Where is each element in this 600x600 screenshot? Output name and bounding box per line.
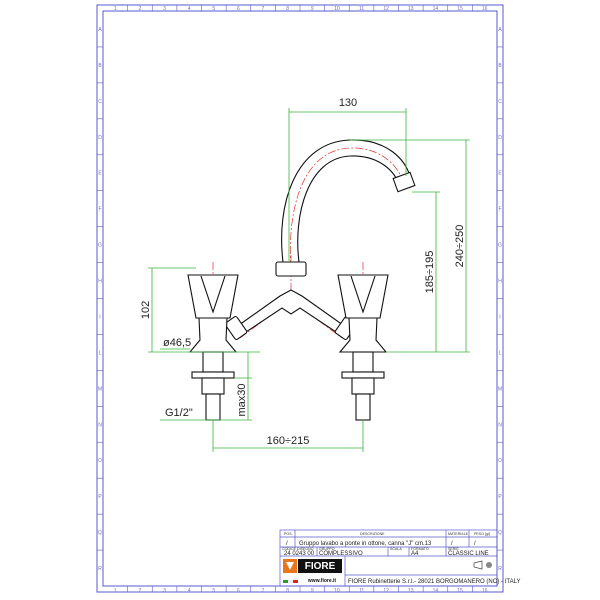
group-value: COMPLESSIVO (319, 551, 363, 557)
column-label-top: 3 (163, 6, 166, 12)
code-header: CODICE DISEGNO (282, 547, 314, 551)
format-value: A4 (411, 551, 419, 557)
row-label-right: B (498, 63, 502, 69)
row-label-right: P (498, 494, 502, 500)
group-header: GRUPPO (319, 547, 335, 551)
column-label-bottom: 4 (188, 588, 191, 594)
dim-max-shank: max30 (236, 383, 248, 416)
pos-header: POS. (284, 532, 293, 536)
column-label-top: 7 (262, 6, 265, 12)
dim-spout-height: 185÷195 (424, 251, 436, 294)
column-label-bottom: 7 (262, 588, 265, 594)
dim-center-distance: 160÷215 (267, 435, 310, 447)
material-header: MATERIALE (448, 532, 469, 536)
row-label-right: E (498, 171, 502, 177)
column-label-top: 13 (408, 6, 414, 12)
row-label-right: G (498, 243, 502, 249)
row-label-right: R (498, 566, 502, 572)
row-label-left: I (99, 314, 100, 320)
row-label-right: H (498, 279, 502, 285)
row-label-left: R (98, 566, 102, 572)
column-label-bottom: 16 (482, 588, 488, 594)
column-label-bottom: 6 (237, 588, 240, 594)
column-label-bottom: 14 (433, 588, 439, 594)
format-header: FORMATO (411, 547, 429, 551)
row-label-left: C (98, 99, 102, 105)
dim-spout-reach: 130 (339, 97, 357, 109)
column-label-top: 5 (212, 6, 215, 12)
row-label-left: D (98, 135, 102, 141)
dim-thread: G1/2" (165, 407, 193, 419)
svg-text:FIORE: FIORE (305, 561, 336, 572)
row-label-right: C (498, 99, 502, 105)
row-label-right: D (498, 135, 502, 141)
row-label-left: N (98, 422, 102, 428)
series-value: CLASSIC LINE (448, 551, 489, 557)
row-label-right: O (498, 458, 502, 464)
row-label-right: N (498, 422, 502, 428)
series-header: SERIE (448, 547, 459, 551)
company-address: FIORE Rubinetterie S.r.l.- 28021 BORGOMA… (348, 579, 521, 585)
column-label-top: 14 (433, 6, 439, 12)
column-label-bottom: 1 (114, 588, 117, 594)
column-label-bottom: 8 (286, 588, 289, 594)
column-label-top: 6 (237, 6, 240, 12)
row-label-right: Q (498, 530, 502, 536)
description-value: Gruppo lavabo a ponte in ottone, canna "… (299, 541, 432, 547)
row-label-left: H (98, 279, 102, 285)
column-label-top: 12 (383, 6, 389, 12)
row-label-right: M (498, 386, 502, 392)
row-label-right: L (499, 350, 502, 356)
dim-diameter: ø46,5 (163, 337, 191, 349)
pos-value: / (286, 541, 288, 547)
column-label-bottom: 12 (383, 588, 389, 594)
weight-header: PESO [gr] (474, 532, 490, 536)
column-label-top: 2 (139, 6, 142, 12)
row-label-left: G (98, 243, 102, 249)
code-value: 24 0243 00 (284, 551, 315, 557)
description-header: DESCRIZIONE (360, 532, 385, 536)
column-label-top: 9 (311, 6, 314, 12)
column-label-top: 16 (482, 6, 488, 12)
faucet-body (187, 139, 416, 421)
row-label-left: O (98, 458, 102, 464)
column-label-top: 8 (286, 6, 289, 12)
dim-total-height: 240÷250 (454, 225, 466, 268)
projection-symbol-icon (473, 560, 492, 570)
dimension-labels: 130 185÷195 240÷250 102 ø46,5 G1/2" max3… (140, 97, 466, 447)
column-label-bottom: 13 (408, 588, 414, 594)
column-label-bottom: 2 (139, 588, 142, 594)
weight-value: / (474, 541, 476, 547)
row-label-right: I (499, 314, 500, 320)
row-label-left: M (98, 386, 102, 392)
column-label-top: 11 (359, 6, 364, 12)
column-label-top: 4 (188, 6, 191, 12)
row-label-left: E (98, 171, 102, 177)
row-label-left: Q (98, 530, 102, 536)
column-label-top: 15 (457, 6, 463, 12)
row-label-left: F (98, 207, 101, 213)
row-label-left: B (98, 63, 102, 69)
title-block: POS. DESCRIZIONE MATERIALE PESO [gr] / G… (279, 529, 521, 587)
column-label-top: 10 (334, 6, 340, 12)
svg-text:www.fiore.it: www.fiore.it (307, 578, 336, 584)
dim-valve-height: 102 (140, 301, 152, 319)
column-label-bottom: 5 (212, 588, 215, 594)
dimension-lines (148, 108, 470, 452)
column-label-bottom: 10 (334, 588, 340, 594)
column-label-top: 1 (114, 6, 117, 12)
row-label-right: A (498, 27, 502, 33)
column-label-bottom: 15 (457, 588, 463, 594)
column-label-bottom: 9 (311, 588, 314, 594)
row-label-right: F (498, 207, 501, 213)
scale-header: SCALA (390, 547, 402, 551)
column-label-bottom: 11 (359, 588, 364, 594)
fiore-logo: FIORE www.fiore.it (283, 559, 342, 584)
material-value: / (451, 541, 453, 547)
column-label-bottom: 3 (163, 588, 166, 594)
row-label-left: L (99, 350, 102, 356)
row-label-left: P (98, 494, 102, 500)
row-label-left: A (98, 27, 102, 33)
